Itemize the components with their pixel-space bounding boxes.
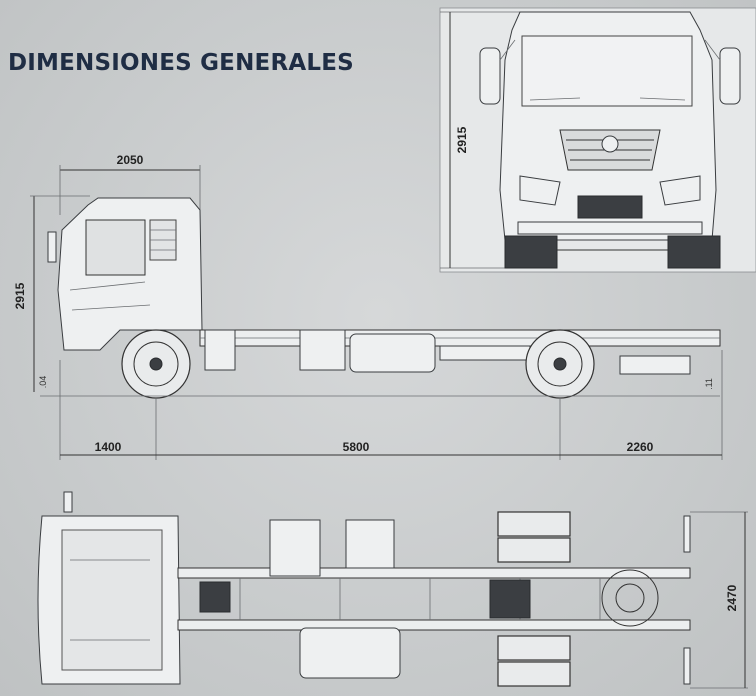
front-height-label: 2915 [455, 126, 469, 153]
cab-length-label: 2050 [117, 153, 144, 167]
side-height-label: 2915 [13, 282, 27, 309]
front-right-wheel [667, 235, 721, 269]
front-left-wheel [504, 235, 558, 269]
windshield [521, 35, 693, 107]
front-overhang-label: 1400 [95, 440, 122, 454]
side-view: 2050 2915 .04 [13, 153, 723, 460]
width-label: 2470 [725, 584, 739, 611]
top-fuel-tank [299, 627, 401, 679]
right-mirror [719, 47, 741, 105]
svg-text:.11: .11 [704, 378, 714, 390]
side-window [85, 219, 146, 276]
page-title: DIMENSIONES GENERALES [8, 50, 354, 76]
spare-wheel [601, 569, 659, 627]
rear-overhang-label: 2260 [627, 440, 654, 454]
front-view: 2915 [439, 7, 756, 273]
left-mirror [479, 47, 501, 105]
side-fuel-tank [349, 333, 436, 373]
top-view: 2470 [37, 491, 748, 689]
left-headlight [519, 175, 561, 206]
svg-text:.04: .04 [38, 376, 48, 389]
right-headlight [659, 175, 701, 206]
wheelbase-label: 5800 [343, 440, 370, 454]
